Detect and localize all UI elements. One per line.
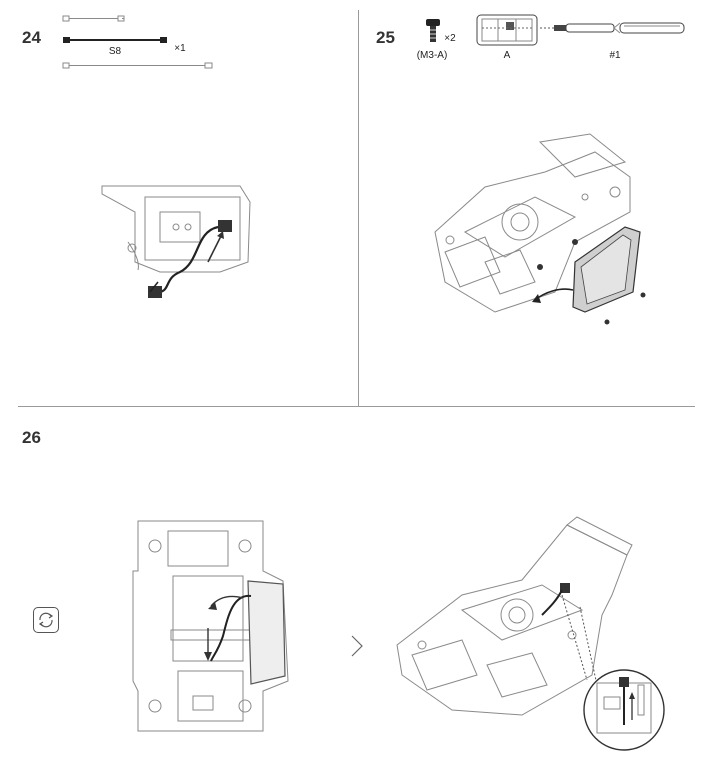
screw-icon [426, 19, 440, 42]
step-26-right-illustration [396, 516, 665, 751]
tool-a-icon [476, 14, 538, 46]
horizontal-divider [18, 406, 695, 407]
cable-quantity: ×1 [174, 43, 186, 54]
vertical-divider [358, 10, 359, 406]
step-25-number: 25 [376, 28, 395, 47]
tool-a-label: A [503, 50, 511, 61]
step-26-left-illustration [132, 520, 289, 732]
rotate-button[interactable] [33, 607, 59, 633]
rotate-icon [38, 612, 54, 628]
screw-code: (M3-A) [416, 50, 448, 61]
step-25-illustration [434, 133, 646, 325]
cable-parts-illustration [62, 15, 213, 69]
cable-s8-label: S8 [108, 46, 122, 57]
screwdriver-icon [540, 22, 685, 34]
screw-quantity: ×2 [444, 33, 456, 44]
step-26-number: 26 [22, 428, 41, 447]
chevron-right-icon [351, 635, 363, 657]
step-24-illustration [101, 185, 251, 298]
screwdriver-label: #1 [609, 50, 621, 61]
step-24-number: 24 [22, 28, 41, 47]
